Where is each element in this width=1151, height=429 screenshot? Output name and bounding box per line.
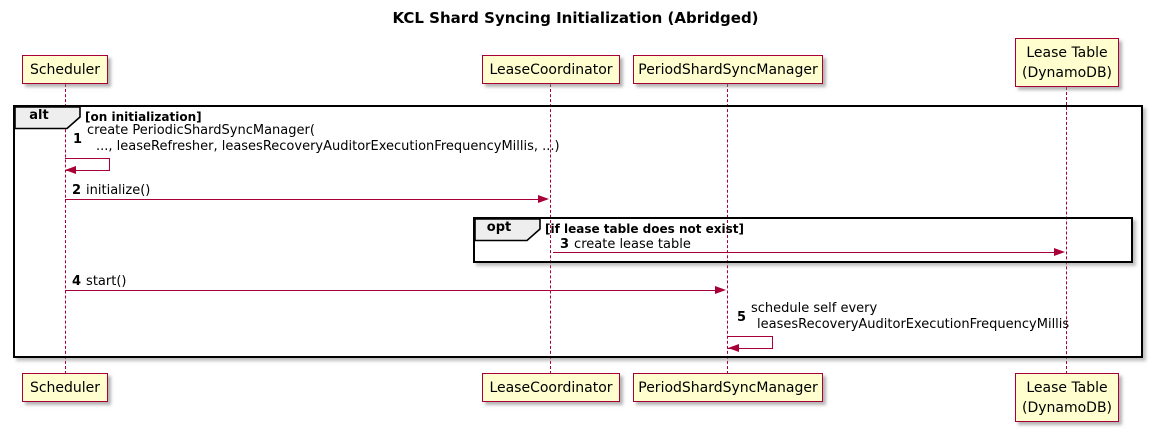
message-2-arrow-line: [65, 199, 539, 200]
message-3-label: 3 create lease table: [560, 237, 691, 252]
participant-leasetable-bottom: Lease Table (DynamoDB): [1015, 373, 1119, 422]
message-2-text: initialize(): [86, 183, 151, 198]
message-2-arrowhead-icon: [538, 195, 549, 203]
message-1-label: create PeriodicShardSyncManager( ..., le…: [87, 123, 560, 155]
message-1-arrowhead-icon: [65, 166, 76, 174]
participant-leasetable-top: Lease Table (DynamoDB): [1015, 38, 1119, 87]
message-4-text: start(): [86, 274, 127, 289]
message-3-number: 3: [560, 237, 570, 252]
participant-label: Scheduler: [29, 61, 101, 78]
message-1-text-line-2: ..., leaseRefresher, leasesRecoveryAudit…: [96, 139, 560, 154]
message-1-number: 1: [73, 132, 83, 147]
alt-frame: alt [on initialization]: [13, 105, 1143, 358]
lifeline-leasecoordinator: [550, 84, 551, 374]
opt-frame-pentagon-icon: [475, 219, 541, 242]
participant-leasecoordinator-top: LeaseCoordinator: [482, 55, 620, 84]
message-5-text-line-1: schedule self every: [751, 301, 878, 316]
alt-frame-operator: alt: [29, 108, 49, 123]
message-1-self-arrow: [65, 158, 110, 171]
message-3-arrow-line: [553, 252, 1055, 253]
participant-label: Scheduler: [29, 379, 101, 396]
message-5-number: 5: [737, 310, 747, 325]
participant-scheduler-top: Scheduler: [22, 55, 108, 84]
message-3-arrowhead-icon: [1054, 248, 1065, 256]
lifeline-leasetable: [1066, 87, 1067, 374]
participant-label-line-1: Lease Table: [1026, 379, 1108, 396]
participant-label-line-2: (DynamoDB): [1021, 399, 1113, 416]
participant-leasecoordinator-bottom: LeaseCoordinator: [482, 373, 620, 402]
message-4-label: 4 start(): [72, 274, 126, 289]
participant-periodshardsyncmanager-bottom: PeriodShardSyncManager: [633, 373, 823, 402]
opt-frame-guard: [if lease table does not exist]: [545, 222, 745, 236]
message-5-arrowhead-icon: [728, 344, 739, 352]
message-4-number: 4: [72, 274, 82, 289]
participant-label-line-1: Lease Table: [1026, 44, 1108, 61]
message-2-number: 2: [72, 183, 82, 198]
message-1-text-line-1: create PeriodicShardSyncManager(: [87, 123, 315, 138]
lifeline-scheduler: [65, 84, 66, 374]
opt-frame-operator: opt: [486, 220, 512, 235]
message-5-self-arrow: [728, 336, 773, 349]
alt-frame-pentagon-icon: [15, 107, 81, 130]
message-5-text-line-2: leasesRecoveryAuditorExecutionFrequencyM…: [757, 317, 1070, 332]
participant-scheduler-bottom: Scheduler: [22, 373, 108, 402]
participant-label: LeaseCoordinator: [489, 61, 613, 78]
opt-frame: opt [if lease table does not exist]: [473, 217, 1133, 263]
message-5-label: schedule self every leasesRecoveryAudito…: [751, 301, 1069, 333]
participant-label: LeaseCoordinator: [489, 379, 613, 396]
message-4-arrow-line: [65, 290, 716, 291]
lifeline-periodshardsyncmanager: [727, 84, 728, 374]
message-4-arrowhead-icon: [715, 286, 726, 294]
participant-periodshardsyncmanager-top: PeriodShardSyncManager: [633, 55, 823, 84]
alt-frame-guard: [on initialization]: [85, 110, 202, 124]
diagram-title: KCL Shard Syncing Initialization (Abridg…: [392, 9, 759, 27]
message-2-label: 2 initialize(): [72, 183, 150, 198]
participant-label: PeriodShardSyncManager: [638, 61, 818, 78]
participant-label-line-2: (DynamoDB): [1021, 64, 1113, 81]
message-3-text: create lease table: [574, 237, 691, 252]
participant-label: PeriodShardSyncManager: [638, 379, 818, 396]
